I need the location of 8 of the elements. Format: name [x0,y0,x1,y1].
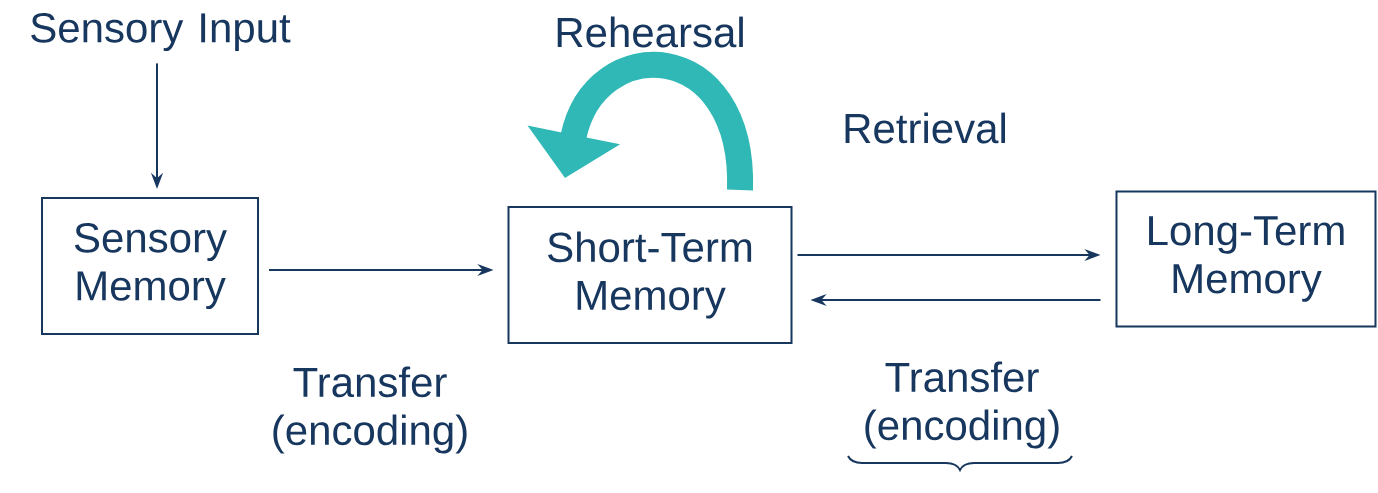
memory-box: Sensory Memory [41,197,259,335]
memory-box: Short-Term Memory [507,206,793,344]
process-label: Transfer (encoding) [865,361,1059,449]
input-text: Sensory Input [31,13,291,52]
process-label: Retrieval [845,112,1005,144]
process-label: Transfer (encoding) [273,366,467,454]
process-label: Rehearsal [557,16,743,48]
memory-box: Long-Term Memory [1115,190,1377,328]
